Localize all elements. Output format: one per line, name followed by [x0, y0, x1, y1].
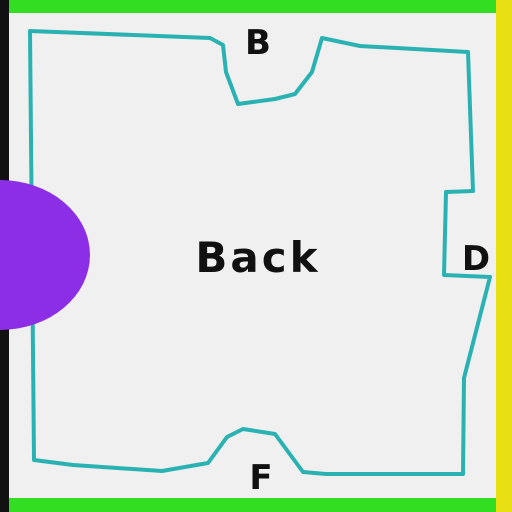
half-circle-marker: [0, 180, 90, 330]
piece-outline: [28, 29, 492, 476]
edge-label-top: B: [245, 23, 271, 63]
bottom-edge-bar: [0, 498, 512, 512]
face-label: Back: [195, 233, 320, 282]
top-edge-bar: [0, 0, 512, 13]
edge-label-right: D: [462, 239, 490, 279]
right-edge-bar: [496, 0, 512, 512]
edge-label-bottom: F: [249, 458, 272, 498]
